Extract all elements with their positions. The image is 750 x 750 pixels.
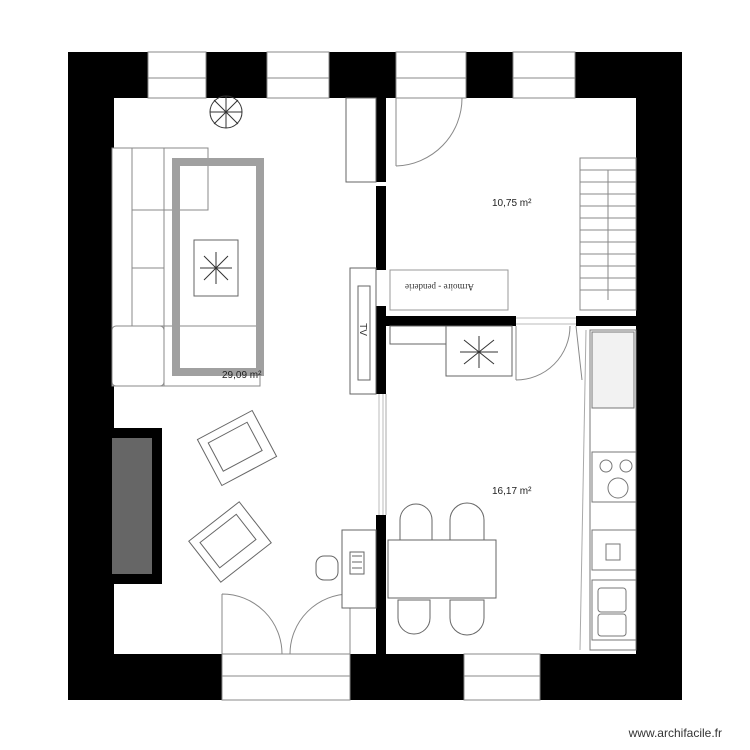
bottom-windows (221, 653, 541, 701)
coffee-table (193, 239, 239, 297)
room-area-upper-right: 10,75 m² (492, 198, 532, 209)
rug (172, 158, 264, 376)
kitchen-counter (589, 329, 637, 651)
kitchen-guides (385, 329, 587, 651)
staircase (579, 157, 637, 311)
room-area-kitchen: 16,17 m² (492, 486, 532, 497)
desk (315, 529, 377, 609)
wardrobe-label: Armoire - penderie (405, 282, 474, 292)
fireplace (104, 428, 162, 584)
dining-table (387, 502, 497, 636)
kitchen-door (515, 325, 583, 381)
room-area-living: 29,09 m² (222, 370, 262, 381)
wardrobe (389, 269, 509, 311)
armchair (188, 409, 278, 583)
interior-walls (376, 98, 636, 700)
top-windows (147, 51, 576, 99)
closet (345, 97, 377, 183)
upper-room-door (395, 97, 463, 167)
partition-openings (378, 317, 576, 515)
kitchen-unit (389, 325, 513, 377)
tv-unit (349, 267, 377, 395)
exterior-walls (68, 52, 682, 700)
watermark: www.archifacile.fr (628, 726, 722, 740)
tv-label: TV (356, 323, 368, 336)
plant-icon (209, 95, 243, 129)
